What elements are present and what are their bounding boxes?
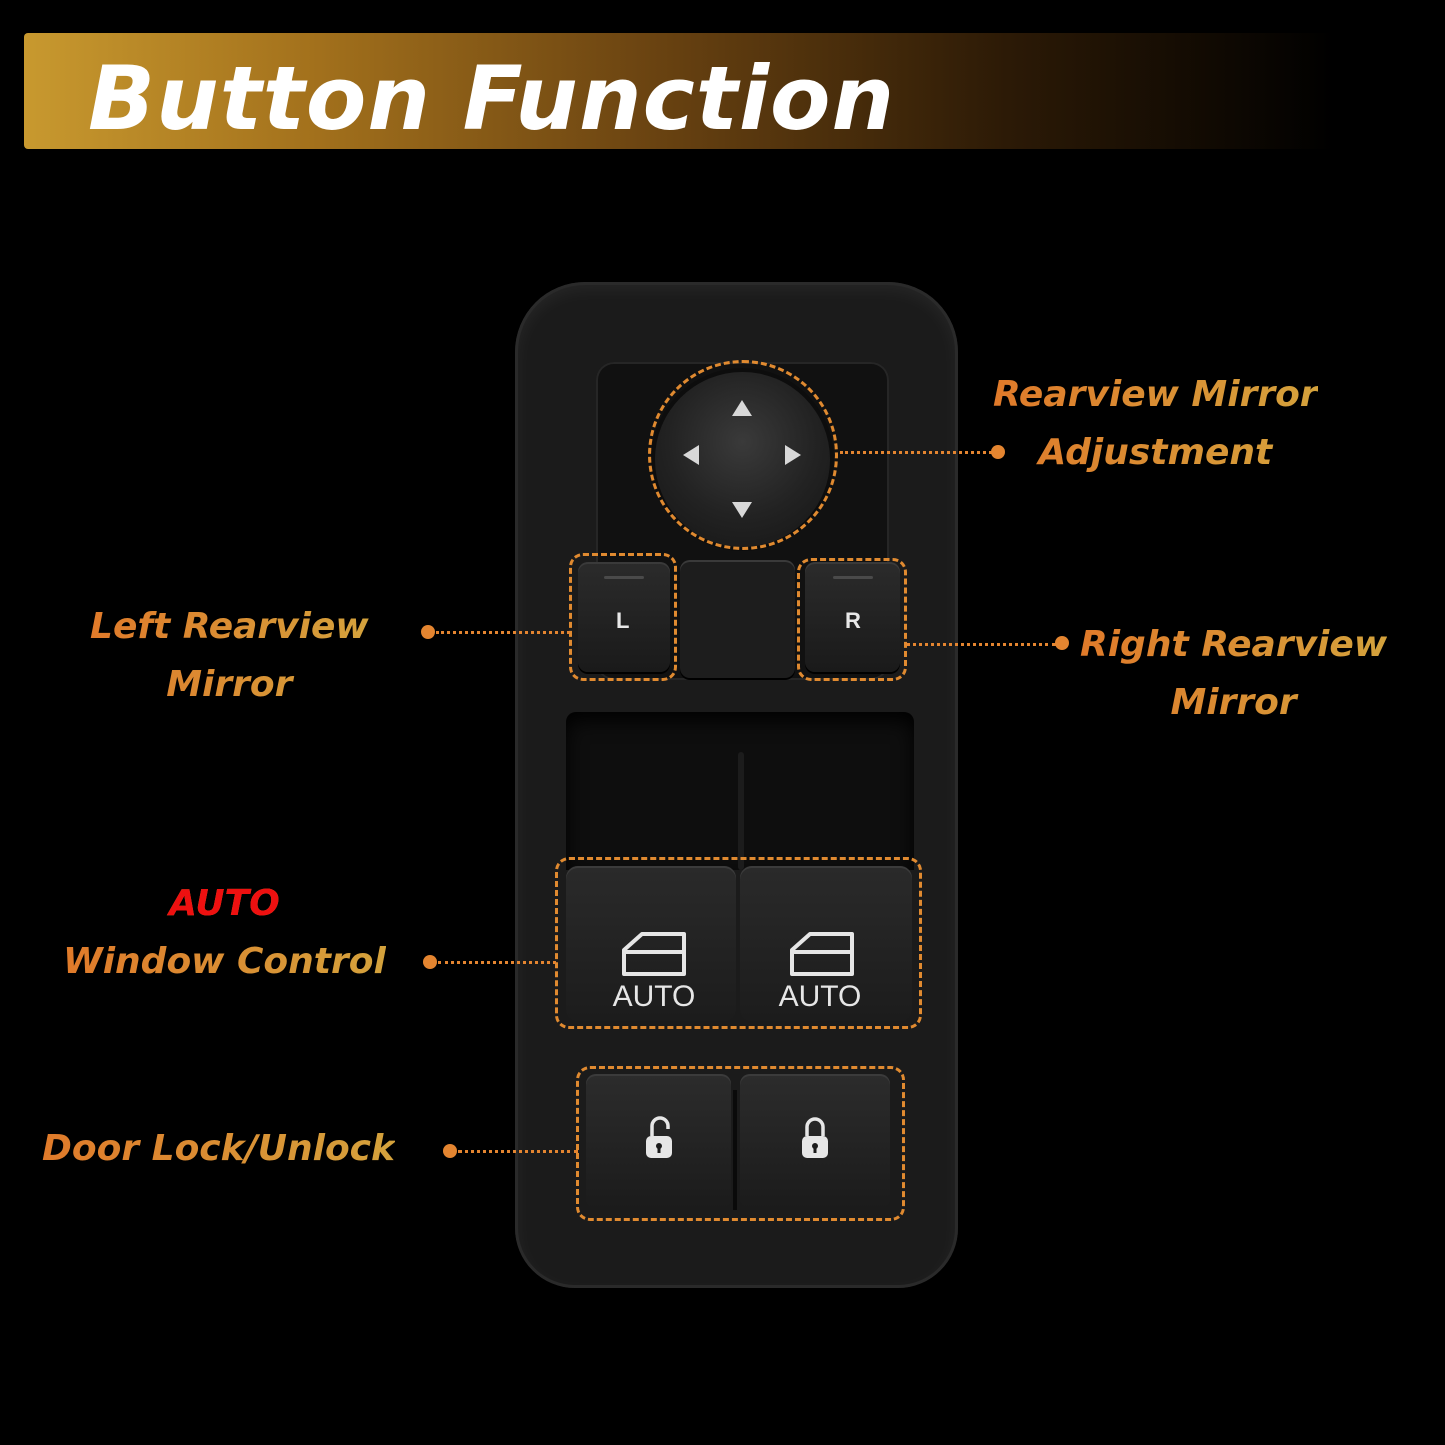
window-icon: [622, 932, 686, 976]
lock-icon: [802, 1117, 828, 1158]
door-lock-leader: [458, 1150, 578, 1153]
mirror-knob-highlight: [648, 360, 838, 550]
door-lock-dot: [443, 1144, 457, 1158]
door-lock-label: Door Lock/Unlock: [42, 1120, 395, 1178]
mirror-adjust-dot: [991, 445, 1005, 459]
right-mirror-leader: [906, 643, 1056, 646]
left-mirror-line2: Mirror: [166, 663, 293, 705]
mirror-adjust-leader: [840, 451, 992, 454]
left-mirror-highlight: [569, 553, 677, 681]
right-mirror-letter: R: [845, 608, 861, 633]
auto-highlight-text: AUTO: [169, 883, 280, 924]
right-mirror-line1: Right Rearview: [1080, 624, 1388, 665]
window-switch-recess: [566, 712, 914, 870]
auto-label-left: AUTO: [612, 980, 696, 1013]
title-banner: Button Function: [24, 33, 1334, 149]
right-mirror-dot: [1055, 636, 1069, 650]
right-mirror-label: Right Rearview Mirror: [1080, 616, 1387, 731]
lock-divider: [733, 1090, 737, 1210]
mirror-adjust-line2: Adjustment: [1038, 431, 1273, 473]
window-control-text: Window Control: [63, 940, 386, 982]
lock-button[interactable]: [740, 1074, 890, 1209]
door-lock-highlight: [576, 1066, 905, 1221]
mirror-selector-center: [680, 560, 795, 678]
left-mirror-letter: L: [616, 608, 630, 633]
left-mirror-button[interactable]: L: [578, 562, 670, 672]
left-mirror-line1: Left Rearview: [90, 606, 369, 647]
right-window-button[interactable]: AUTO: [740, 866, 912, 1021]
unlock-button[interactable]: [586, 1074, 731, 1209]
auto-window-dot: [423, 955, 437, 969]
page-title: Button Function: [88, 47, 896, 150]
auto-window-leader: [438, 961, 556, 964]
auto-window-highlight: [555, 857, 922, 1029]
right-mirror-highlight: [797, 558, 907, 681]
left-mirror-dot: [421, 625, 435, 639]
door-lock-text: Door Lock/Unlock: [42, 1128, 395, 1169]
mirror-adjust-line1: Rearview Mirror: [993, 374, 1318, 415]
auto-window-label: AUTO Window Control: [63, 875, 386, 990]
mirror-adjust-label: Rearview Mirror Adjustment: [993, 366, 1318, 481]
left-mirror-label: Left Rearview Mirror: [90, 598, 369, 713]
right-mirror-button[interactable]: R: [805, 562, 900, 672]
left-window-button[interactable]: AUTO: [566, 866, 736, 1021]
auto-label-right: AUTO: [778, 980, 862, 1013]
unlock-icon: [646, 1116, 672, 1158]
window-icon: [790, 932, 854, 976]
left-mirror-leader: [436, 631, 570, 634]
right-mirror-line2: Mirror: [1170, 681, 1297, 723]
